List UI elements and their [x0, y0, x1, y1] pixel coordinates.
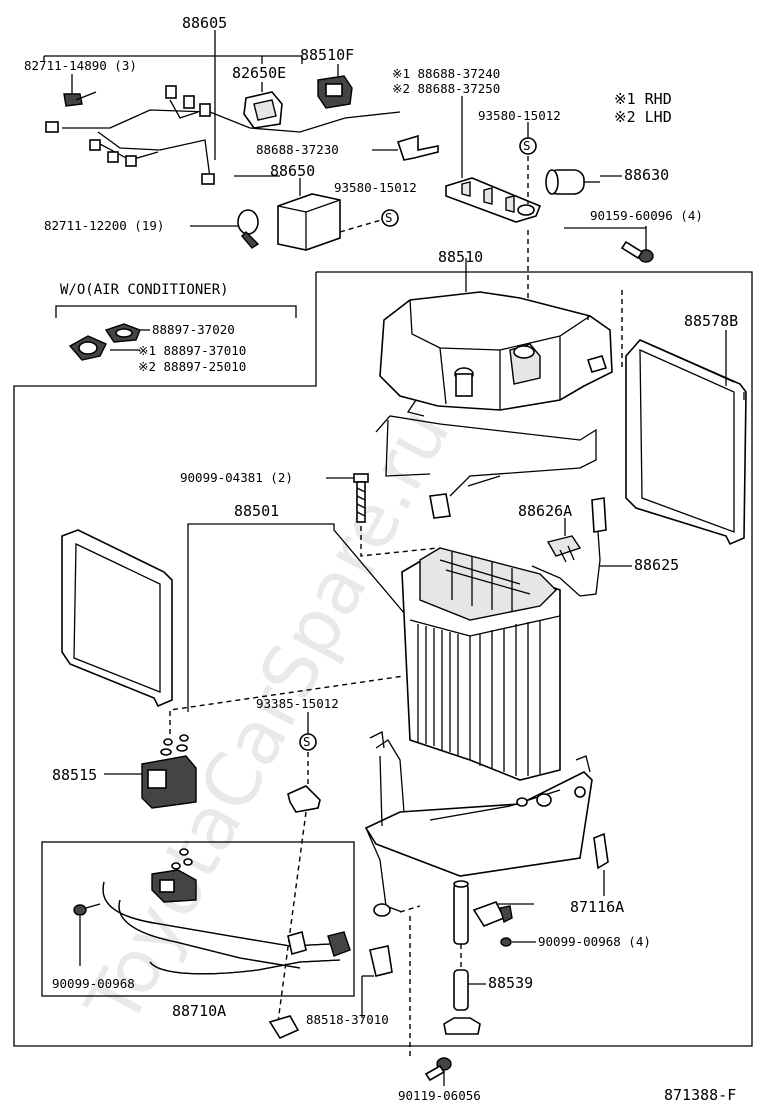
label-88688-37240: ※1 88688-37240 [392, 66, 500, 81]
svg-text:S: S [385, 210, 393, 225]
label-82650E: 82650E [232, 64, 286, 82]
label-90159-60096: 90159-60096 (4) [590, 208, 703, 223]
thermistor-88625 [531, 497, 632, 597]
bracket-88688-37240 [445, 96, 542, 223]
label-82711-14890: 82711-14890 (3) [24, 58, 137, 73]
wire-harness-88605 [45, 85, 401, 185]
grommets-88897 [68, 323, 150, 361]
label-88897-25010: ※2 88897-25010 [138, 359, 246, 374]
label-88539: 88539 [488, 974, 533, 992]
expansion-valve-88515 [104, 734, 197, 809]
label-88515: 88515 [52, 766, 97, 784]
clip-93385-15012 [287, 785, 321, 813]
bolt-90099-04381 [326, 473, 369, 523]
label-90099-04381: 90099-04381 (2) [180, 470, 293, 485]
main-assembly-frame [13, 271, 753, 1047]
bracket-screw-90099-00968 [472, 901, 536, 947]
label-88578B: 88578B [684, 312, 738, 330]
tube-88710A [102, 848, 351, 975]
clip-88518-37010 [369, 945, 393, 977]
clip-87116A [593, 832, 609, 870]
label-88518-37010: 88518-37010 [306, 1012, 389, 1027]
svg-text:S: S [303, 734, 311, 749]
tube-subassembly-frame [41, 841, 355, 997]
sensor-88630 [545, 169, 622, 195]
screw-90099-00968 [73, 903, 101, 966]
wo-ac-bracket [55, 305, 297, 318]
clip-bottom [268, 1015, 300, 1040]
label-82711-12200: 82711-12200 (19) [44, 218, 164, 233]
clamp-82711-12200 [190, 209, 260, 249]
screw-90119-06056 [409, 916, 452, 1086]
label-88510: 88510 [438, 248, 483, 266]
label-90099-00968-4: 90099-00968 (4) [538, 934, 651, 949]
evaporator-88501 [401, 547, 561, 781]
label-88897-37020: 88897-37020 [152, 322, 235, 337]
label-88897-37010: ※1 88897-37010 [138, 343, 246, 358]
legend-rhd: ※1 RHD [614, 90, 672, 108]
label-88630: 88630 [624, 166, 669, 184]
label-88710A: 88710A [172, 1002, 226, 1020]
wo-ac-box-title: W/O(AIR CONDITIONER) [60, 282, 229, 298]
label-88626A: 88626A [518, 502, 572, 520]
bracket-88688-37230 [396, 134, 439, 161]
label-88501: 88501 [234, 502, 279, 520]
label-88650: 88650 [270, 162, 315, 180]
label-88605: 88605 [182, 14, 227, 32]
screw-90159-60096 [620, 226, 654, 263]
label-87116A: 87116A [570, 898, 624, 916]
legend-lhd: ※2 LHD [614, 108, 672, 126]
label-93385-15012: 93385-15012 [256, 696, 339, 711]
label-88510F: 88510F [300, 46, 354, 64]
label-90119-06056: 90119-06056 [398, 1088, 481, 1103]
connector-88510F [317, 64, 353, 109]
label-88688-37230: 88688-37230 [256, 142, 339, 157]
clip-82711-14890 [63, 93, 83, 107]
drain-hose-88539 [443, 880, 486, 1035]
upper-case-88510 [375, 258, 613, 519]
frame-88578B [625, 330, 747, 546]
svg-text:S: S [523, 138, 531, 153]
label-90099-00968: 90099-00968 [52, 976, 135, 991]
diagram-code: 871388-F [664, 1086, 736, 1104]
label-88625: 88625 [634, 556, 679, 574]
side-frame-left [61, 529, 173, 708]
lower-case [364, 731, 593, 917]
relay-82650E [243, 82, 283, 129]
amplifier-88650 [277, 178, 341, 251]
label-93580-15012: 93580-15012 [334, 180, 417, 195]
label-88688-37250: ※2 88688-37250 [392, 81, 500, 96]
label-93580-15012-top: 93580-15012 [478, 108, 561, 123]
